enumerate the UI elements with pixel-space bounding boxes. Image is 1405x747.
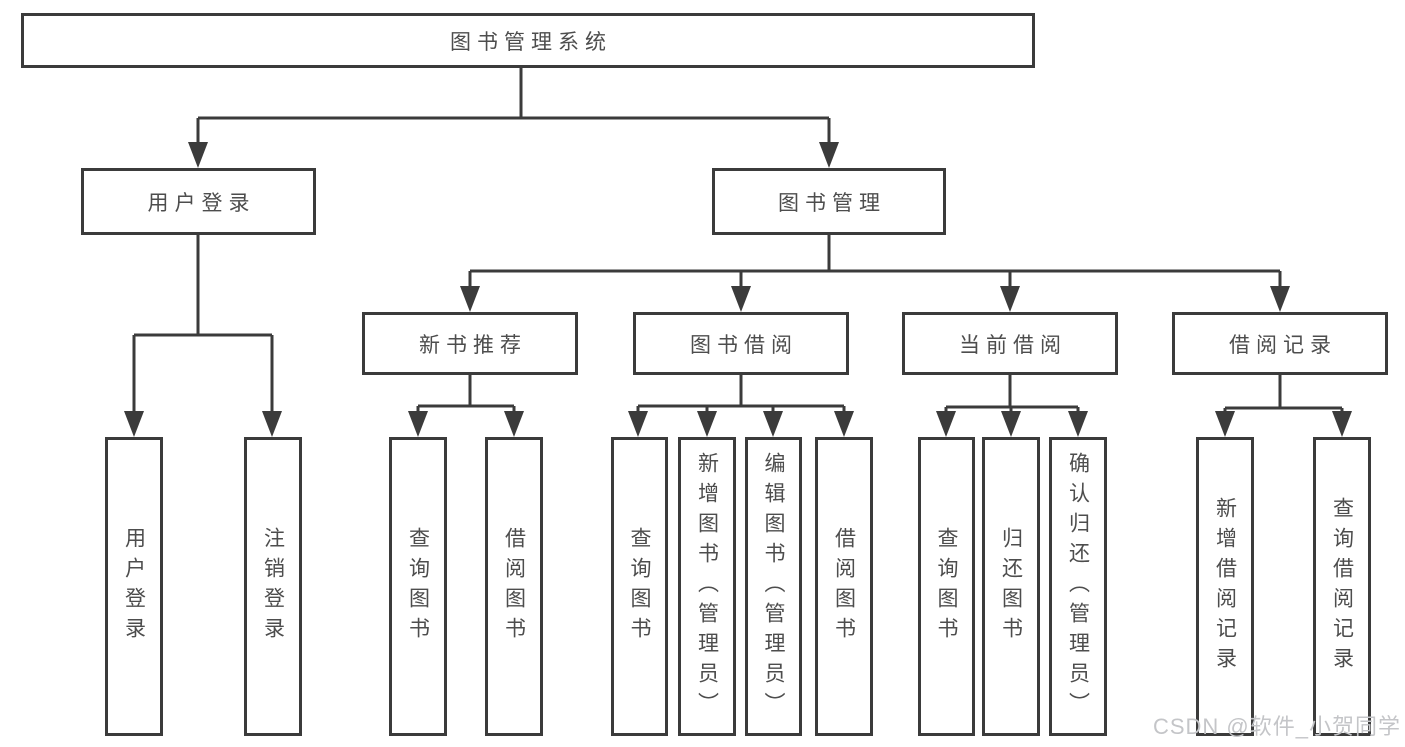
node-new-book-recommend: 新书推荐 <box>362 312 578 375</box>
leaf-add-books-admin: 新增图书（管理员） <box>678 437 736 736</box>
leaf-user-login: 用户登录 <box>105 437 163 736</box>
leaf-query-books-recommend: 查询图书 <box>389 437 447 736</box>
leaf-query-books-borrow: 查询图书 <box>611 437 668 736</box>
node-current-borrow: 当前借阅 <box>902 312 1118 375</box>
node-label: 新增图书（管理员） <box>695 451 719 722</box>
node-label: 用户登录 <box>147 191 256 215</box>
node-label: 借阅图书 <box>832 526 856 647</box>
leaf-edit-books-admin: 编辑图书（管理员） <box>745 437 802 736</box>
node-label: 新书推荐 <box>419 333 527 357</box>
node-label: 借阅记录 <box>1229 333 1337 357</box>
node-label: 查询借阅记录 <box>1330 496 1354 677</box>
node-label: 查询图书 <box>935 526 958 647</box>
leaf-query-borrow-record: 查询借阅记录 <box>1313 437 1371 736</box>
arrowhead-icons <box>124 142 1352 437</box>
node-label: 归还图书 <box>999 526 1023 647</box>
leaf-add-borrow-record: 新增借阅记录 <box>1196 437 1254 736</box>
csdn-watermark: CSDN @软件_小贺同学 <box>1152 714 1401 739</box>
node-label: 图书借阅 <box>690 333 798 357</box>
node-label: 新增借阅记录 <box>1213 496 1237 677</box>
node-label: 确认归还（管理员） <box>1066 451 1090 722</box>
node-user-login: 用户登录 <box>81 168 316 235</box>
node-label: 图书管理系统 <box>450 30 612 54</box>
node-label: 图书管理 <box>778 191 886 215</box>
node-label: 借阅图书 <box>502 526 526 647</box>
leaf-confirm-return-admin: 确认归还（管理员） <box>1049 437 1107 736</box>
node-label: 查询图书 <box>406 526 430 647</box>
leaf-borrow-books: 借阅图书 <box>815 437 873 736</box>
node-book-management: 图书管理 <box>712 168 946 235</box>
node-label: 当前借阅 <box>959 333 1067 357</box>
leaf-query-books-current: 查询图书 <box>918 437 975 736</box>
node-root-system: 图书管理系统 <box>21 13 1035 68</box>
node-book-borrow: 图书借阅 <box>633 312 849 375</box>
node-label: 查询图书 <box>628 526 651 647</box>
leaf-borrow-books-recommend: 借阅图书 <box>485 437 543 736</box>
node-label: 注销登录 <box>261 526 285 647</box>
node-borrow-records: 借阅记录 <box>1172 312 1388 375</box>
node-label: 用户登录 <box>122 526 146 647</box>
node-label: 编辑图书（管理员） <box>762 451 785 722</box>
leaf-logout: 注销登录 <box>244 437 302 736</box>
leaf-return-books: 归还图书 <box>982 437 1040 736</box>
